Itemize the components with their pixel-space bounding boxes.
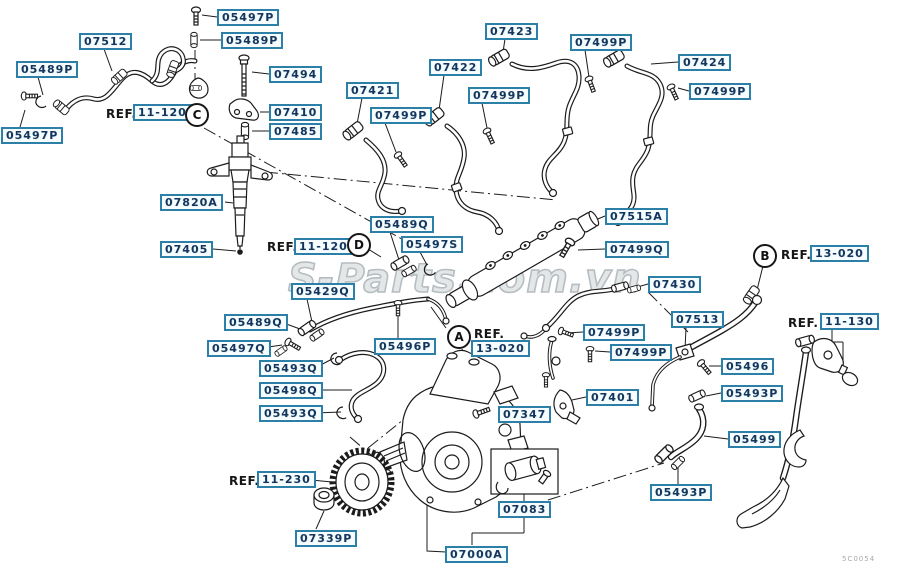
part-label-05499[interactable]: 05499 bbox=[728, 431, 782, 448]
part-label-07424[interactable]: 07424 bbox=[678, 54, 732, 71]
nut-07339P bbox=[313, 487, 335, 511]
part-label-07422[interactable]: 07422 bbox=[429, 59, 483, 76]
part-label-05497Q[interactable]: 05497Q bbox=[207, 340, 271, 357]
ref-code-11-120[interactable]: 11-120 bbox=[133, 104, 192, 121]
ref-code-13-020[interactable]: 13-020 bbox=[810, 245, 869, 262]
part-label-07347[interactable]: 07347 bbox=[498, 406, 552, 423]
part-label-07499Q[interactable]: 07499Q bbox=[605, 241, 669, 258]
part-label-05496[interactable]: 05496 bbox=[721, 358, 775, 375]
pipe-07424 bbox=[601, 48, 681, 227]
part-label-07083[interactable]: 07083 bbox=[498, 501, 552, 518]
part-label-07499P[interactable]: 07499P bbox=[610, 344, 673, 361]
part-label-07820A[interactable]: 07820A bbox=[160, 194, 223, 211]
part-label-07499P[interactable]: 07499P bbox=[468, 87, 531, 104]
part-label-05498Q[interactable]: 05498Q bbox=[259, 382, 323, 399]
part-label-05489P[interactable]: 05489P bbox=[221, 32, 284, 49]
bolt-07494 bbox=[238, 54, 250, 97]
part-label-05489Q[interactable]: 05489Q bbox=[224, 314, 288, 331]
part-label-07485[interactable]: 07485 bbox=[269, 123, 323, 140]
ref-code-13-020[interactable]: 13-020 bbox=[471, 340, 530, 357]
part-label-05489P[interactable]: 05489P bbox=[16, 61, 79, 78]
part-label-07499P[interactable]: 07499P bbox=[370, 107, 433, 124]
part-label-05429Q[interactable]: 05429Q bbox=[291, 283, 355, 300]
part-label-05497P[interactable]: 05497P bbox=[1, 127, 64, 144]
gear-ref-11-230 bbox=[329, 447, 395, 517]
part-label-05497S[interactable]: 05497S bbox=[401, 236, 464, 253]
part-label-07515A[interactable]: 07515A bbox=[605, 208, 668, 225]
bracket-07401 bbox=[541, 372, 581, 425]
pipe-07430 bbox=[520, 280, 642, 380]
ref-code-11-130[interactable]: 11-130 bbox=[820, 313, 879, 330]
pipe-07512 bbox=[20, 6, 209, 117]
part-label-07421[interactable]: 07421 bbox=[346, 82, 400, 99]
part-label-07430[interactable]: 07430 bbox=[648, 276, 702, 293]
pipe-07513 bbox=[648, 284, 763, 412]
part-label-07339P[interactable]: 07339P bbox=[295, 530, 358, 547]
part-label-07494[interactable]: 07494 bbox=[269, 66, 323, 83]
part-label-07512[interactable]: 07512 bbox=[79, 33, 133, 50]
doc-code: 5C0054 bbox=[842, 555, 876, 563]
hose-05499 bbox=[652, 357, 714, 472]
part-label-07401[interactable]: 07401 bbox=[586, 389, 640, 406]
part-label-05497P[interactable]: 05497P bbox=[217, 9, 280, 26]
part-label-05493P[interactable]: 05493P bbox=[650, 484, 713, 501]
pipe-07422 bbox=[421, 105, 504, 236]
part-label-07410[interactable]: 07410 bbox=[269, 104, 323, 121]
ref-code-11-230[interactable]: 11-230 bbox=[257, 471, 316, 488]
part-label-05489Q[interactable]: 05489Q bbox=[370, 216, 434, 233]
part-label-05493Q[interactable]: 05493Q bbox=[259, 405, 323, 422]
ref-code-11-120[interactable]: 11-120 bbox=[294, 238, 353, 255]
pipe-07421 bbox=[340, 119, 410, 216]
filter-box-07083 bbox=[490, 448, 559, 495]
rail-07515A bbox=[445, 210, 600, 308]
part-label-05493Q[interactable]: 05493Q bbox=[259, 360, 323, 377]
clamp-07410 bbox=[228, 98, 259, 121]
part-label-07000A[interactable]: 07000A bbox=[445, 546, 508, 563]
injector-07820A bbox=[206, 135, 273, 255]
part-label-07499P[interactable]: 07499P bbox=[583, 324, 646, 341]
part-label-07405[interactable]: 07405 bbox=[160, 241, 214, 258]
pipe-07423 bbox=[486, 47, 598, 198]
part-label-07423[interactable]: 07423 bbox=[485, 23, 539, 40]
part-label-05496P[interactable]: 05496P bbox=[374, 338, 437, 355]
pipe-cluster-05429Q bbox=[273, 254, 450, 424]
right-tube-assembly bbox=[736, 334, 859, 529]
oring-07405 bbox=[237, 249, 243, 255]
part-label-07513[interactable]: 07513 bbox=[671, 311, 725, 328]
part-label-07499P[interactable]: 07499P bbox=[689, 83, 752, 100]
part-label-07499P[interactable]: 07499P bbox=[570, 34, 633, 51]
part-label-05493P[interactable]: 05493P bbox=[721, 385, 784, 402]
